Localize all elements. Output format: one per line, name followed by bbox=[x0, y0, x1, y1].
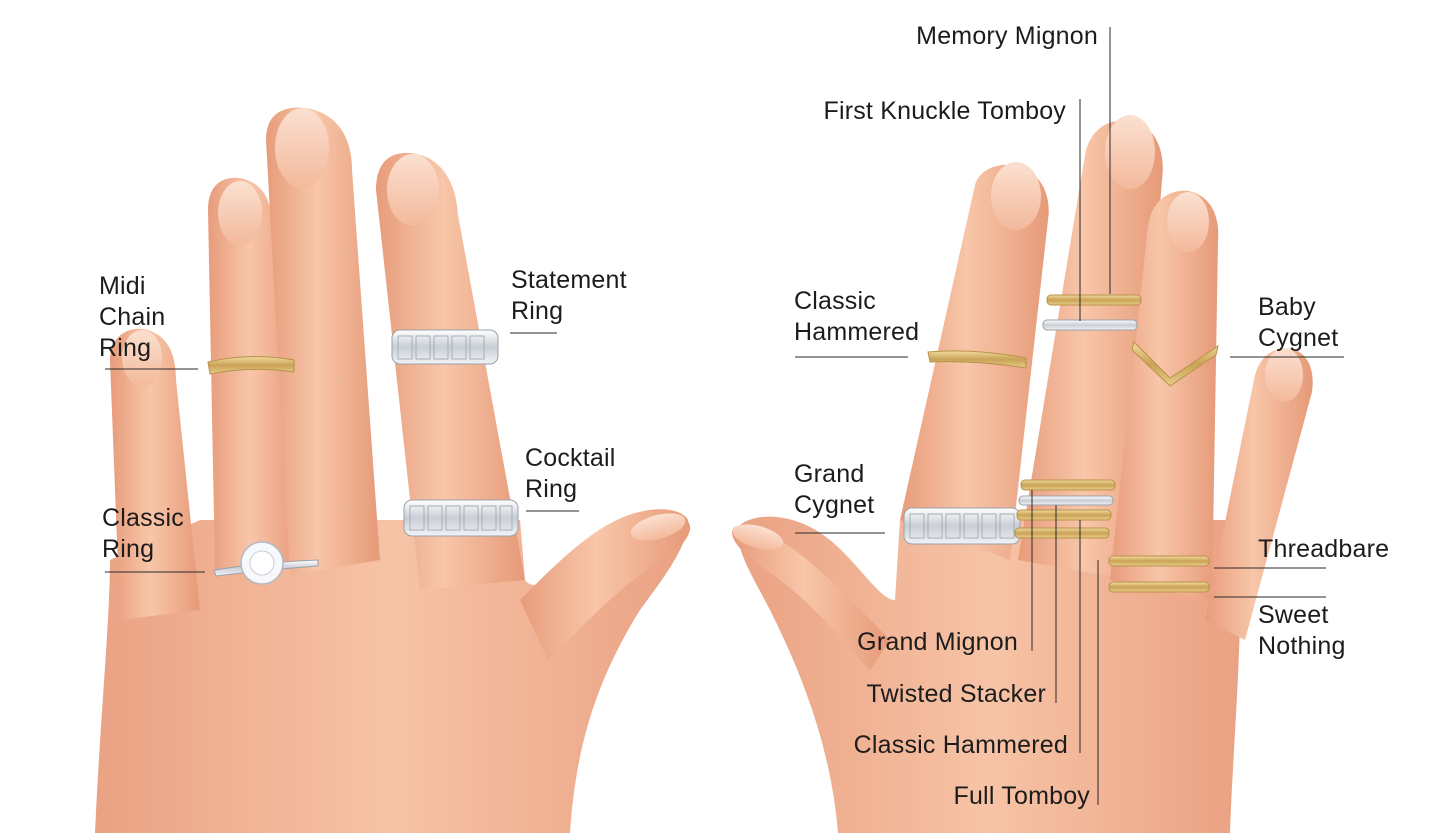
right-ring-nail bbox=[1167, 192, 1209, 252]
stacked-rings-illustration bbox=[1014, 479, 1116, 539]
right-middle-nail bbox=[1105, 115, 1155, 189]
left-ring-finger bbox=[208, 177, 300, 571]
label-grand-cygnet: Grand Cygnet bbox=[794, 460, 875, 519]
right-index-nail bbox=[991, 162, 1041, 230]
sweet-nothing-ring-illustration bbox=[1108, 581, 1210, 593]
right-hand bbox=[732, 27, 1344, 833]
left-thumb-nail bbox=[630, 513, 686, 541]
label-threadbare: Threadbare bbox=[1258, 535, 1390, 563]
memory-mignon-ring-illustration bbox=[1046, 294, 1142, 306]
label-baby-cygnet: Baby Cygnet bbox=[1258, 293, 1339, 352]
label-statement-ring: Statement Ring bbox=[511, 266, 627, 325]
cocktail-ring-illustration bbox=[403, 499, 519, 537]
left-pinky-nail bbox=[122, 330, 162, 386]
label-first-knuckle-tomboy: First Knuckle Tomboy bbox=[823, 97, 1066, 125]
classic-hammered-top-ring-illustration bbox=[927, 350, 1027, 369]
baby-cygnet-ring-illustration bbox=[1131, 341, 1219, 387]
left-hand bbox=[95, 107, 691, 833]
label-cocktail-ring: Cocktail Ring bbox=[525, 444, 616, 503]
label-classic-hammered-bottom: Classic Hammered bbox=[853, 731, 1068, 759]
left-middle-nail bbox=[275, 108, 329, 188]
left-index-nail bbox=[387, 154, 439, 226]
label-classic-ring: Classic Ring bbox=[102, 504, 184, 563]
left-index-finger bbox=[376, 152, 525, 590]
statement-ring-illustration bbox=[391, 329, 499, 365]
label-grand-mignon: Grand Mignon bbox=[857, 628, 1018, 656]
right-thumb-nail bbox=[732, 524, 784, 550]
left-middle-finger bbox=[266, 107, 380, 575]
first-knuckle-tomboy-ring-illustration bbox=[1042, 319, 1138, 331]
right-pinky-nail bbox=[1265, 348, 1303, 402]
label-twisted-stacker: Twisted Stacker bbox=[866, 680, 1046, 708]
label-midi-chain-ring: Midi Chain Ring bbox=[99, 272, 166, 362]
label-classic-hammered-top: Classic Hammered bbox=[794, 287, 920, 346]
threadbare-ring-illustration bbox=[1108, 555, 1210, 567]
label-memory-mignon: Memory Mignon bbox=[916, 22, 1098, 50]
right-thumb bbox=[732, 525, 890, 670]
label-sweet-nothing: Sweet Nothing bbox=[1258, 601, 1346, 660]
right-palm bbox=[738, 516, 1240, 833]
classic-ring-illustration bbox=[213, 541, 319, 585]
left-thumb bbox=[520, 510, 691, 660]
label-full-tomboy: Full Tomboy bbox=[953, 782, 1090, 810]
left-pinky bbox=[110, 328, 200, 620]
grand-cygnet-ring-illustration bbox=[903, 507, 1021, 545]
midi-chain-ring-illustration bbox=[207, 355, 295, 375]
left-ring-nail bbox=[218, 181, 262, 245]
right-pinky bbox=[1205, 348, 1313, 640]
right-ring-finger bbox=[1110, 190, 1219, 600]
